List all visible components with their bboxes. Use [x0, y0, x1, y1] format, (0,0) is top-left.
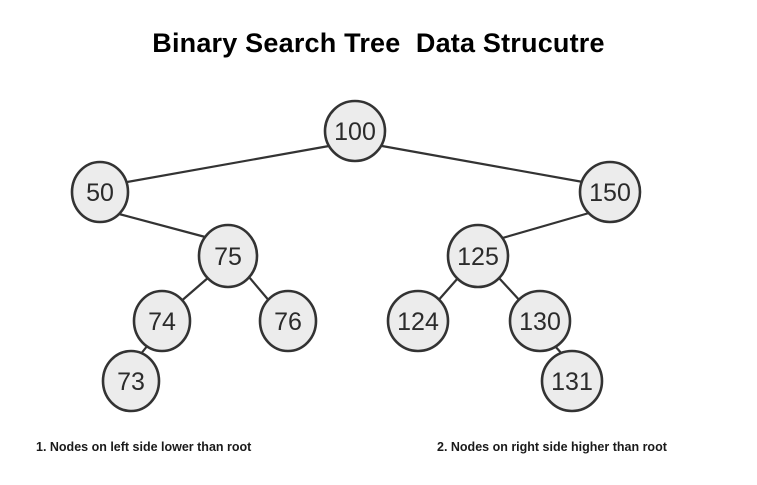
- tree-edge-100-50: [125, 144, 331, 184]
- tree-nodes: 100 50 150 75 125 74 76 124 130 73 131: [70, 99, 642, 413]
- tree-node-150[interactable]: 150: [578, 160, 642, 224]
- tree-node-124[interactable]: 124: [386, 289, 450, 353]
- caption-right-rule: 2. Nodes on right side higher than root: [437, 440, 667, 454]
- tree-node-100[interactable]: 100: [323, 99, 387, 163]
- tree-node-76[interactable]: 76: [258, 289, 318, 353]
- node-circle-124: [386, 289, 450, 353]
- tree-node-131[interactable]: 131: [540, 349, 604, 413]
- node-circle-130: [508, 289, 572, 353]
- node-circle-150: [578, 160, 642, 224]
- node-circle-76: [258, 289, 318, 353]
- node-circle-74: [132, 289, 192, 353]
- tree-node-130[interactable]: 130: [508, 289, 572, 353]
- tree-edge-75-74: [177, 275, 211, 305]
- node-circle-131: [540, 349, 604, 413]
- tree-node-50[interactable]: 50: [70, 160, 130, 224]
- tree-edge-75-76: [247, 275, 273, 305]
- node-circle-125: [446, 223, 510, 289]
- tree-node-73[interactable]: 73: [101, 349, 161, 413]
- node-circle-100: [323, 99, 387, 163]
- node-circle-73: [101, 349, 161, 413]
- tree-edge-50-75: [117, 212, 211, 240]
- tree-node-75[interactable]: 75: [197, 223, 259, 289]
- node-circle-75: [197, 223, 259, 289]
- caption-left-rule: 1. Nodes on left side lower than root: [36, 440, 252, 454]
- tree-node-74[interactable]: 74: [132, 289, 192, 353]
- tree-edge-150-125: [497, 211, 591, 241]
- tree-node-125[interactable]: 125: [446, 223, 510, 289]
- page-title: Binary Search Tree Data Strucutre: [152, 28, 605, 58]
- node-circle-50: [70, 160, 130, 224]
- tree-edge-100-150: [380, 144, 585, 184]
